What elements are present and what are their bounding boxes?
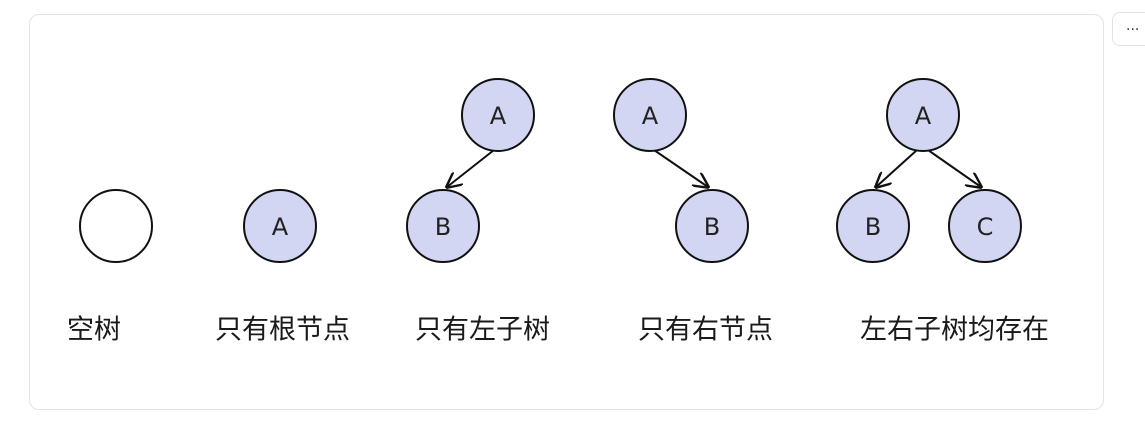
- caption-both: 左右子树均存在: [860, 315, 1049, 346]
- both-subtrees-tree: A B C 左右子树均存在: [836, 78, 1049, 346]
- edge-both-a-b: [876, 149, 918, 187]
- edge-right-a-b: [653, 149, 708, 187]
- caption-right-only: 只有右节点: [638, 315, 773, 346]
- root-only-tree: A 只有根节点: [215, 189, 350, 346]
- node-both-left-label: B: [865, 213, 881, 241]
- left-subtree-tree: A B 只有左子树: [406, 78, 550, 346]
- node-both-right: [948, 189, 1022, 263]
- node-root-only-label: A: [272, 213, 289, 241]
- node-root-only: [243, 189, 317, 263]
- caption-root-only: 只有根节点: [215, 315, 350, 346]
- node-both-root: [886, 78, 960, 152]
- caption-empty-tree: 空树: [67, 315, 121, 346]
- node-left-child: [406, 189, 480, 263]
- empty-tree: 空树: [67, 189, 153, 346]
- edge-left-a-b: [447, 149, 495, 187]
- more-options-button[interactable]: ...: [1112, 12, 1145, 46]
- empty-node: [79, 189, 153, 263]
- node-right-root-label: A: [642, 102, 659, 130]
- node-right-child: [675, 189, 749, 263]
- node-right-child-label: B: [704, 213, 720, 241]
- more-options-icon: ...: [1126, 18, 1140, 34]
- caption-left-only: 只有左子树: [415, 315, 550, 346]
- node-both-left: [836, 189, 910, 263]
- edge-both-a-c: [927, 149, 981, 187]
- node-both-right-label: C: [977, 213, 994, 241]
- node-left-root: [461, 78, 535, 152]
- right-subtree-tree: A B 只有右节点: [613, 78, 773, 346]
- node-left-root-label: A: [490, 102, 507, 130]
- node-right-root: [613, 78, 687, 152]
- node-both-root-label: A: [915, 102, 932, 130]
- node-left-child-label: B: [435, 213, 451, 241]
